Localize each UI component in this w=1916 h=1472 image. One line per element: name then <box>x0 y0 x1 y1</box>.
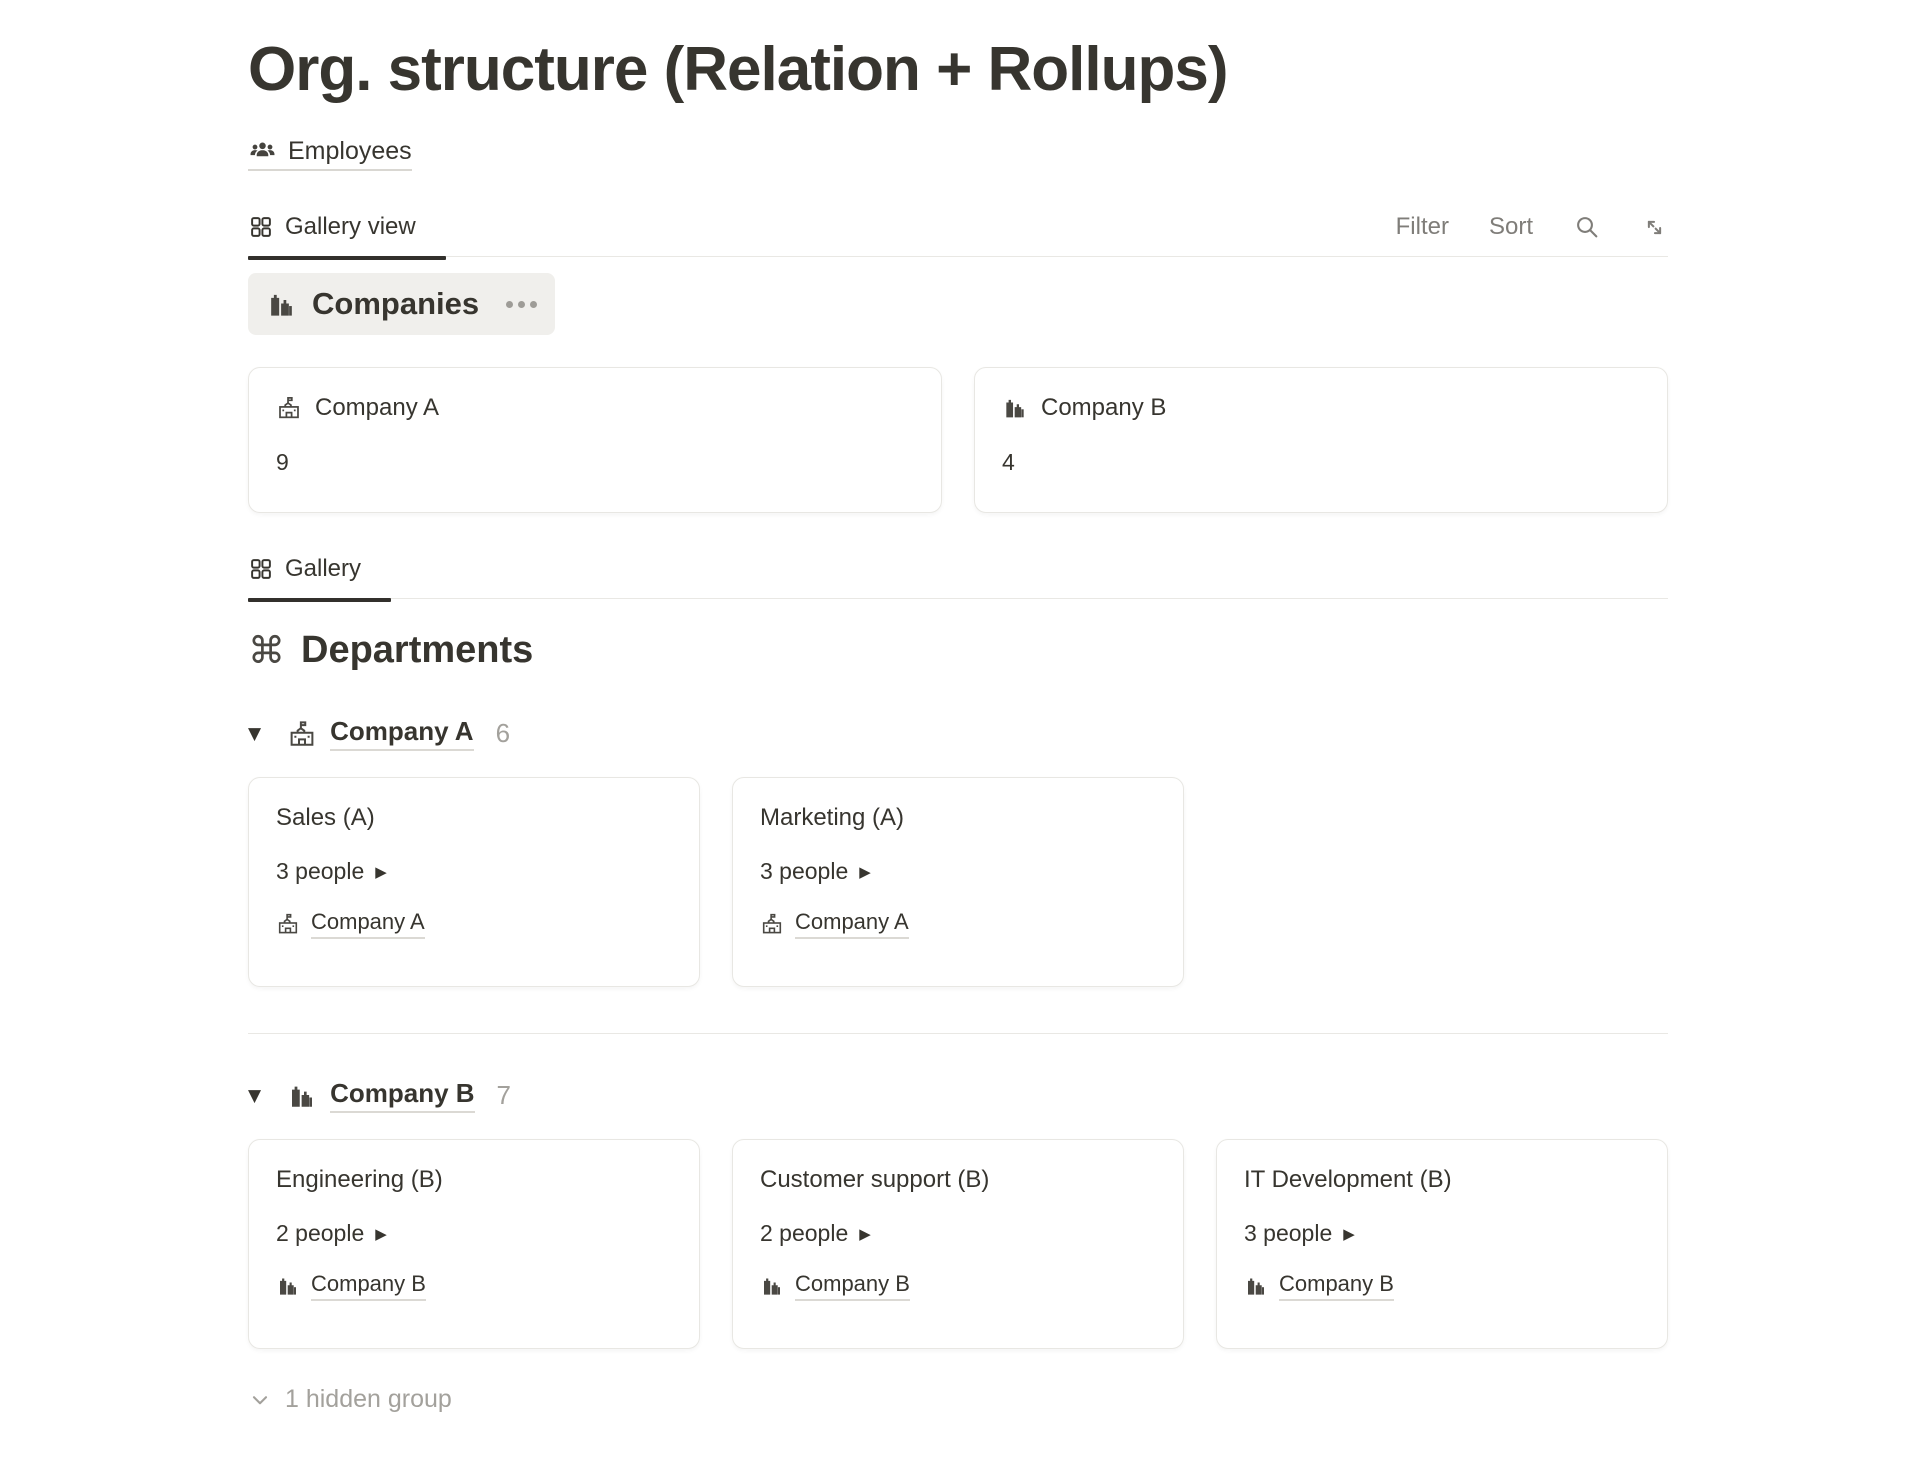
company-relation-link[interactable]: Company A <box>311 909 425 940</box>
group-count: 7 <box>496 1080 512 1111</box>
sort-button[interactable]: Sort <box>1488 213 1533 241</box>
school-icon <box>287 719 317 749</box>
expand-people-icon[interactable]: ▶ <box>859 1224 871 1243</box>
group-header-company-b: ▼ Company B 7 <box>248 1078 1668 1114</box>
expand-people-icon[interactable]: ▶ <box>375 862 387 881</box>
gallery-view-tabbar: Gallery view Filter Sort <box>248 213 1668 261</box>
chevron-down-icon <box>248 1388 272 1412</box>
view-toolbar: Filter Sort <box>1396 213 1668 241</box>
collapse-toggle-icon[interactable]: ▼ <box>248 1085 262 1106</box>
department-card[interactable]: Marketing (A) 3 people ▶ Company A <box>732 777 1184 988</box>
people-count: 3 people <box>276 858 365 885</box>
factory-icon <box>1244 1274 1268 1298</box>
companies-section-title: Companies <box>312 286 480 322</box>
company-card[interactable]: Company A 9 <box>248 367 942 514</box>
company-card-name: Company A <box>315 394 440 422</box>
departments-section-title: Departments <box>301 629 534 672</box>
school-icon <box>276 912 300 936</box>
factory-icon <box>1002 395 1028 421</box>
companies-card-grid: Company A 9 Company B 4 <box>248 367 1668 514</box>
employees-db-link[interactable]: Employees <box>248 137 412 172</box>
department-title: IT Development (B) <box>1244 1166 1452 1194</box>
page-title: Org. structure (Relation + Rollups) <box>248 35 1229 104</box>
factory-icon <box>760 1274 784 1298</box>
gallery-tabbar: Gallery <box>248 555 1668 603</box>
factory-icon <box>266 289 297 320</box>
hidden-group-label: 1 hidden group <box>285 1385 452 1414</box>
more-options-icon[interactable] <box>506 300 538 308</box>
company-relation-link[interactable]: Company B <box>1279 1271 1394 1302</box>
collapse-toggle-icon[interactable]: ▼ <box>248 723 262 744</box>
filter-button[interactable]: Filter <box>1395 213 1449 241</box>
empty-grid-cell <box>1216 777 1668 987</box>
school-icon <box>276 395 302 421</box>
people-count: 3 people <box>760 858 849 885</box>
company-card-name: Company B <box>1041 394 1167 422</box>
department-title: Marketing (A) <box>760 804 905 832</box>
hidden-group-toggle[interactable]: 1 hidden group <box>248 1385 452 1414</box>
rollup-count: 4 <box>1002 449 1015 476</box>
command-icon: ⌘ <box>248 629 285 673</box>
group-header-company-a: ▼ Company A 6 <box>248 716 1668 752</box>
departments-card-grid-b: Engineering (B) 2 people ▶ Company B Cus… <box>248 1139 1668 1350</box>
group-name-link[interactable]: Company B <box>330 1078 475 1114</box>
department-title: Customer support (B) <box>760 1166 990 1194</box>
people-count: 3 people <box>1244 1220 1333 1247</box>
gallery-grid-icon <box>248 556 274 582</box>
gallery-grid-icon <box>248 214 274 240</box>
group-name-link[interactable]: Company A <box>330 716 474 752</box>
factory-icon <box>276 1274 300 1298</box>
department-card[interactable]: IT Development (B) 3 people ▶ Company B <box>1216 1139 1668 1350</box>
company-relation-link[interactable]: Company B <box>795 1271 910 1302</box>
department-card[interactable]: Sales (A) 3 people ▶ Company A <box>248 777 700 988</box>
department-title: Sales (A) <box>276 804 375 832</box>
group-divider <box>248 1033 1668 1035</box>
tab-gallery[interactable]: Gallery <box>248 555 392 603</box>
people-icon <box>248 137 277 166</box>
people-count: 2 people <box>760 1220 849 1247</box>
expand-people-icon[interactable]: ▶ <box>1343 1224 1355 1243</box>
rollup-count: 9 <box>276 449 289 476</box>
departments-card-grid-a: Sales (A) 3 people ▶ Company A Marketing… <box>248 777 1668 988</box>
department-card[interactable]: Engineering (B) 2 people ▶ Company B <box>248 1139 700 1350</box>
people-count: 2 people <box>276 1220 365 1247</box>
company-relation-link[interactable]: Company A <box>795 909 909 940</box>
tab-gallery-view-label: Gallery view <box>285 213 416 241</box>
company-card[interactable]: Company B 4 <box>974 367 1668 514</box>
expand-people-icon[interactable]: ▶ <box>859 862 871 881</box>
tab-gallery-label: Gallery <box>285 555 362 583</box>
search-icon[interactable] <box>1573 213 1601 241</box>
expand-icon[interactable] <box>1641 214 1668 241</box>
expand-people-icon[interactable]: ▶ <box>375 1224 387 1243</box>
page: Org. structure (Relation + Rollups) Empl… <box>248 0 1668 1417</box>
company-relation-link[interactable]: Company B <box>311 1271 426 1302</box>
department-card[interactable]: Customer support (B) 2 people ▶ Company … <box>732 1139 1184 1350</box>
group-count: 6 <box>495 718 511 749</box>
departments-section-header: ⌘ Departments <box>248 629 1668 672</box>
school-icon <box>760 912 784 936</box>
department-title: Engineering (B) <box>276 1166 443 1194</box>
employees-db-label: Employees <box>288 137 412 166</box>
breadcrumb: Employees <box>248 137 1668 172</box>
companies-section-header[interactable]: Companies <box>248 273 556 336</box>
tab-gallery-view[interactable]: Gallery view <box>248 213 446 261</box>
factory-icon <box>287 1081 317 1111</box>
